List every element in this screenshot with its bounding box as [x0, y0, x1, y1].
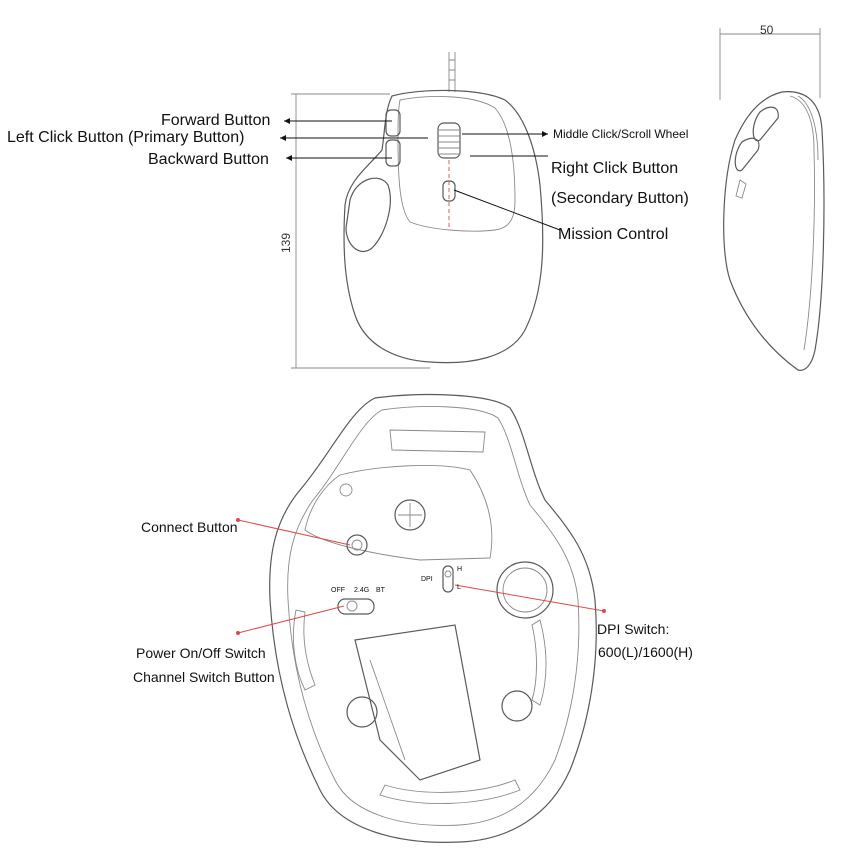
connect-leader	[237, 519, 351, 546]
height-dimension: 139	[279, 232, 294, 254]
screw-hole	[339, 483, 353, 497]
backward-button-label: Backward Button	[148, 151, 269, 168]
upper-plate	[304, 464, 493, 561]
thumb-rest	[345, 177, 391, 253]
bottom-skate-slot	[379, 779, 521, 804]
bottom-view-outer-shell	[269, 393, 597, 843]
right-click-label-line1: Right Click Button	[551, 160, 679, 177]
side-view-body	[723, 91, 825, 371]
mission-control-label: Mission Control	[558, 226, 669, 243]
power-switch-label-line2: Channel Switch Button	[133, 669, 275, 685]
switch-mark-bt: BT	[376, 587, 385, 594]
side-view-button-upper	[752, 106, 779, 142]
bottom-view-inner-shell	[287, 406, 580, 826]
side-view-button-lower	[734, 137, 760, 172]
lower-right-boss	[501, 690, 533, 722]
middle-click-label: Middle Click/Scroll Wheel	[553, 127, 689, 141]
backward-side-button	[385, 139, 401, 167]
switch-mark-24g: 2.4G	[354, 587, 370, 594]
top-view	[280, 52, 561, 369]
top-view-body-outline	[343, 89, 544, 364]
left-skate-slot	[292, 609, 316, 691]
bottom-view	[236, 393, 606, 843]
height-dimension-line	[291, 93, 430, 369]
cable	[448, 52, 456, 92]
dpi-switch-label-line1: DPI Switch:	[597, 621, 670, 637]
dpi-switch-label-line2: 600(L)/1600(H)	[598, 644, 693, 660]
battery-door	[354, 624, 481, 781]
power-switch-label-line1: Power On/Off Switch	[136, 645, 266, 661]
switch-mark-off: OFF	[331, 587, 345, 594]
connect-button	[346, 534, 368, 556]
side-view-inner-edge	[789, 95, 819, 351]
connect-button-label: Connect Button	[141, 519, 238, 535]
width-dimension-line	[719, 28, 821, 100]
upper-boss	[394, 499, 426, 531]
power-leader	[237, 605, 345, 634]
right-skate-slot	[531, 619, 547, 706]
sensor-window	[496, 561, 554, 619]
mission-leader	[453, 189, 561, 231]
scroll-wheel	[437, 122, 461, 159]
top-skate-slot	[389, 429, 486, 453]
forward-side-button	[385, 109, 401, 137]
switch-mark-dpi: DPI	[421, 576, 433, 583]
dpi-leader	[454, 584, 605, 612]
lower-left-boss	[346, 696, 378, 728]
left-click-label: Left Click Button (Primary Button)	[7, 129, 245, 146]
side-view	[719, 28, 825, 371]
switch-mark-h: H	[457, 566, 463, 573]
switch-mark-l: L	[457, 584, 461, 591]
power-switch	[337, 598, 375, 615]
width-dimension: 50	[760, 23, 774, 37]
top-view-button-panel	[397, 96, 516, 232]
right-click-label-line2: (Secondary Button)	[551, 190, 689, 207]
forward-button-label: Forward Button	[161, 112, 271, 129]
dpi-switch	[442, 565, 454, 593]
